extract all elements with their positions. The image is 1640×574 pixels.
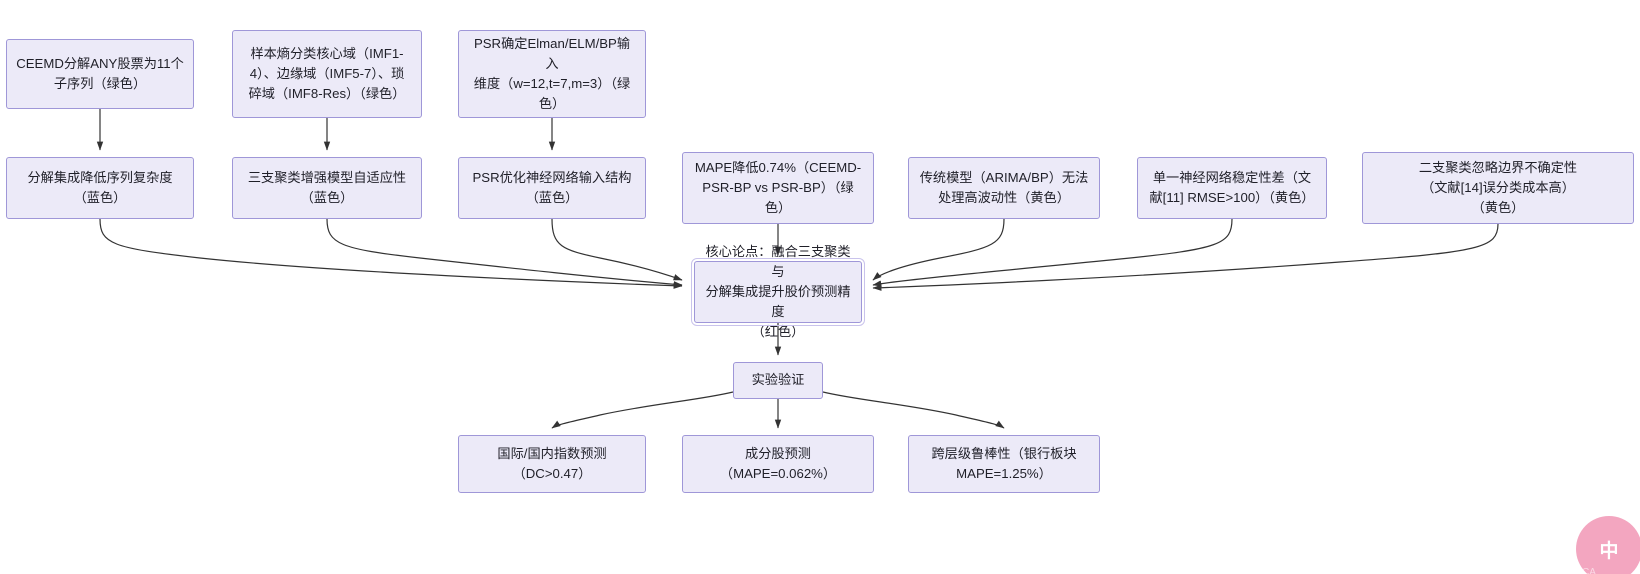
edge-exp-to-r3 [822, 391, 1005, 429]
node-n2[interactable]: 样本熵分类核心域（IMF1- 4）、边缘域（IMF5-7）、琐 碎域（IMF8-… [232, 30, 422, 118]
watermark-subtext: CA [1582, 567, 1596, 574]
node-label: 单一神经网络稳定性差（文 献[11] RMSE>100）（黄色） [1149, 169, 1315, 205]
node-n7[interactable]: MAPE降低0.74%（CEEMD- PSR-BP vs PSR-BP）（绿 色… [682, 152, 874, 224]
node-label: PSR优化神经网络输入结构 （蓝色） [472, 169, 632, 205]
node-n6[interactable]: PSR优化神经网络输入结构 （蓝色） [458, 157, 646, 219]
node-label: 实验验证 [751, 372, 805, 388]
node-label: 分解集成降低序列复杂度 （蓝色） [27, 169, 173, 205]
node-n10[interactable]: 二支聚类忽略边界不确定性 （文献[14]误分类成本高） （黄色） [1362, 152, 1634, 224]
node-label: 样本熵分类核心域（IMF1- 4）、边缘域（IMF5-7）、琐 碎域（IMF8-… [248, 45, 406, 102]
node-n8[interactable]: 传统模型（ARIMA/BP）无法 处理高波动性（黄色） [908, 157, 1100, 219]
node-n9[interactable]: 单一神经网络稳定性差（文 献[11] RMSE>100）（黄色） [1137, 157, 1327, 219]
node-label: MAPE降低0.74%（CEEMD- PSR-BP vs PSR-BP）（绿 色… [694, 159, 862, 216]
node-label: PSR确定Elman/ELM/BP输入 维度（w=12,t=7,m=3）（绿 色… [473, 35, 631, 112]
node-label: 二支聚类忽略边界不确定性 （文献[14]误分类成本高） （黄色） [1418, 159, 1578, 216]
node-core[interactable]: 核心论点：融合三支聚类与 分解集成提升股价预测精度 （红色） [691, 244, 865, 339]
node-r2[interactable]: 成分股预测 （MAPE=0.062%） [682, 435, 874, 493]
edge-n9-to-core [872, 218, 1233, 287]
node-label: CEEMD分解ANY股票为11个 子序列（绿色） [16, 55, 184, 91]
node-n1[interactable]: CEEMD分解ANY股票为11个 子序列（绿色） [6, 39, 194, 109]
node-n4[interactable]: 分解集成降低序列复杂度 （蓝色） [6, 157, 194, 219]
node-label: 国际/国内指数预测 （DC>0.47） [497, 445, 607, 481]
node-n3[interactable]: PSR确定Elman/ELM/BP输入 维度（w=12,t=7,m=3）（绿 色… [458, 30, 646, 118]
edge-n6-to-core [551, 218, 683, 281]
node-label: 三支聚类增强模型自适应性 （蓝色） [247, 169, 407, 205]
node-n5[interactable]: 三支聚类增强模型自适应性 （蓝色） [232, 157, 422, 219]
edge-n8-to-core [872, 218, 1005, 281]
node-r1[interactable]: 国际/国内指数预测 （DC>0.47） [458, 435, 646, 493]
edge-n4-to-core [99, 218, 683, 289]
node-label: 核心论点：融合三支聚类与 分解集成提升股价预测精度 （红色） [705, 243, 851, 340]
watermark-text: 中 [1599, 540, 1619, 562]
node-label: 传统模型（ARIMA/BP）无法 处理高波动性（黄色） [919, 169, 1089, 205]
node-exp[interactable]: 实验验证 [733, 362, 823, 399]
edge-n10-to-core [872, 223, 1499, 291]
node-label: 成分股预测 （MAPE=0.062%） [719, 445, 837, 481]
watermark-logo: 中 CA [1576, 516, 1640, 574]
edge-n5-to-core [326, 218, 683, 288]
edge-exp-to-r1 [551, 391, 734, 429]
node-r3[interactable]: 跨层级鲁棒性（银行板块 MAPE=1.25%） [908, 435, 1100, 493]
node-label: 跨层级鲁棒性（银行板块 MAPE=1.25%） [931, 445, 1077, 481]
